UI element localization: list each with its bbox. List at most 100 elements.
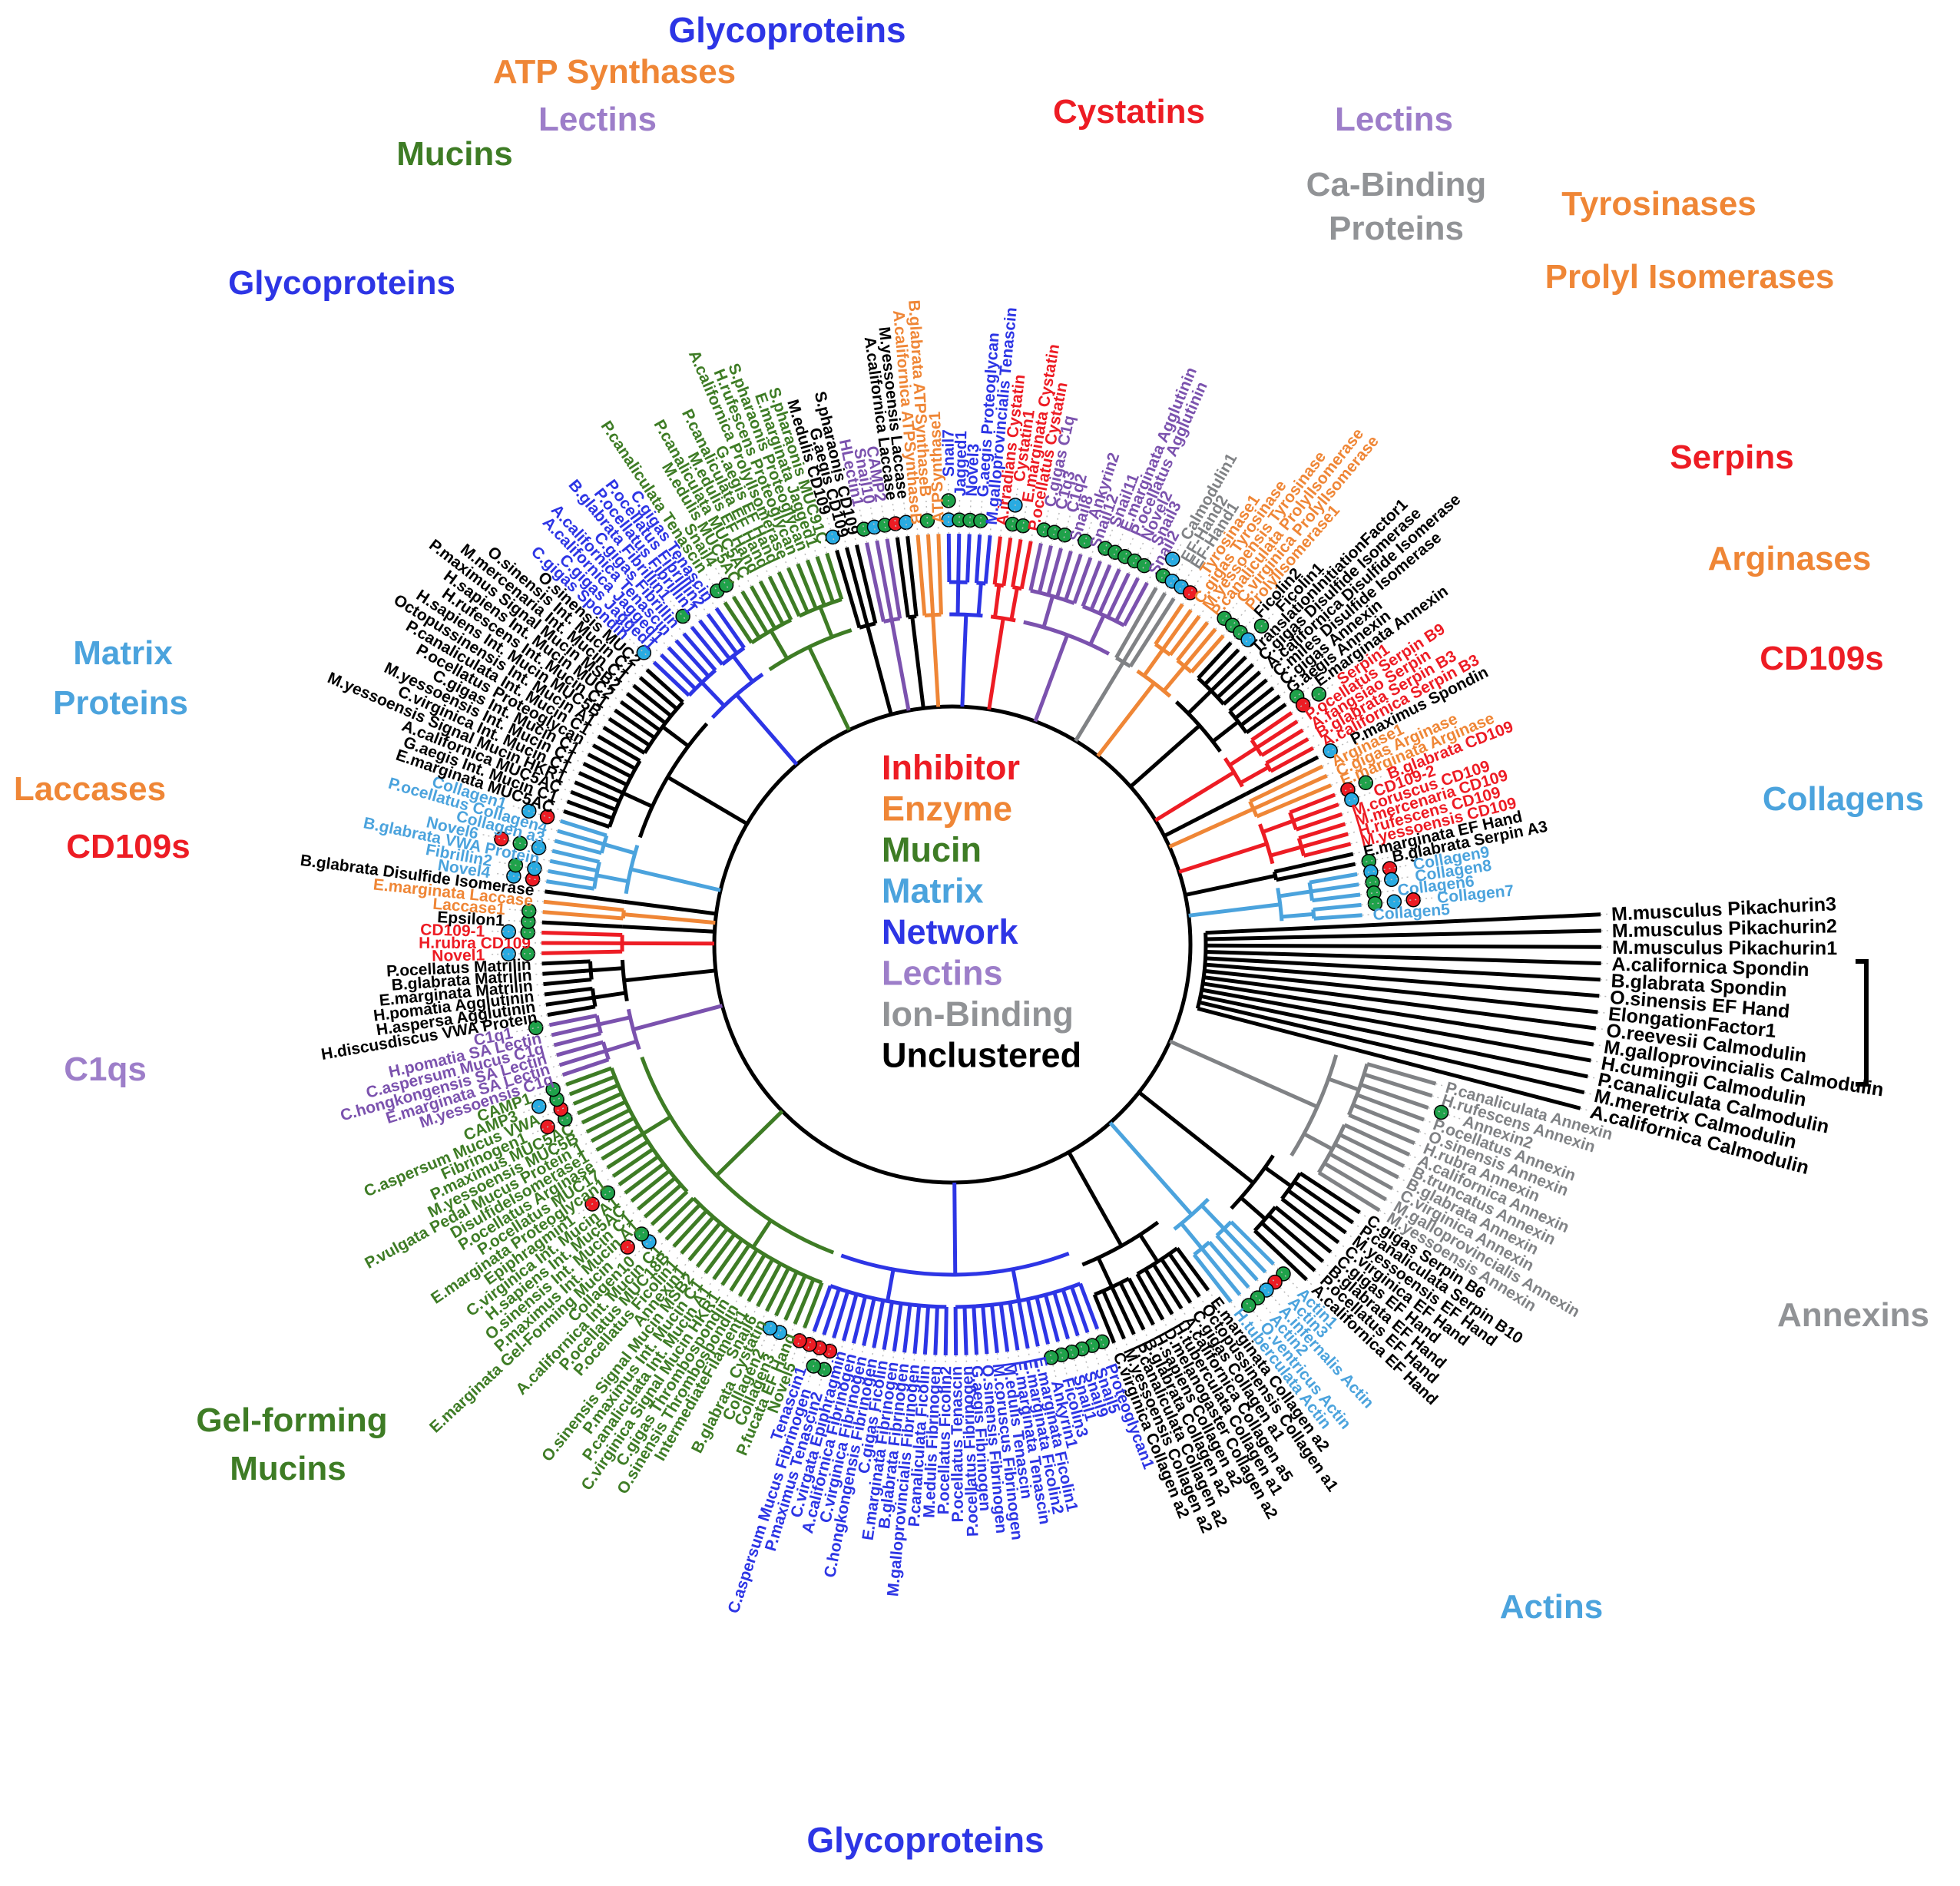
- branch-line: [714, 607, 746, 650]
- leader-line: [703, 607, 709, 615]
- leader-line: [1070, 543, 1074, 551]
- branch-line: [1256, 783, 1333, 819]
- branch-line: [885, 538, 902, 619]
- leader-line: [1356, 864, 1411, 875]
- cluster-label: Matrix: [73, 634, 173, 672]
- branch-line: [566, 799, 614, 820]
- marker-dot: [1015, 518, 1031, 534]
- leader-line: [1259, 667, 1266, 673]
- leader-line: [678, 627, 684, 634]
- leader-line: [784, 561, 790, 568]
- branch-line: [1222, 670, 1262, 706]
- branch-line: [1245, 703, 1287, 735]
- branch-line: [543, 899, 624, 912]
- branch-line: [581, 1100, 627, 1125]
- leaf-label: Epsilon1: [437, 908, 505, 930]
- branch-line: [1089, 564, 1112, 611]
- leader-line: [753, 1305, 759, 1314]
- marker-dot: [1137, 558, 1152, 574]
- leader-line: [1599, 995, 1607, 998]
- leader-line: [676, 1252, 682, 1260]
- cluster-label: Laccases: [14, 770, 166, 808]
- leader-line: [717, 1284, 723, 1292]
- branch-line: [1245, 755, 1319, 796]
- branch-line: [989, 1304, 999, 1354]
- branch-line: [793, 1278, 816, 1325]
- leader-line: [1361, 897, 1435, 906]
- cluster-label: Arginases: [1708, 540, 1872, 577]
- clade-stem: [596, 873, 629, 884]
- branch-line: [865, 542, 886, 622]
- cluster-label: CD109s: [66, 828, 190, 865]
- branch-line: [729, 1249, 759, 1292]
- leader-line: [1057, 1341, 1068, 1375]
- leader-line: [1198, 609, 1205, 617]
- leader-line: [1597, 1011, 1606, 1014]
- cluster-label: Lectins: [1335, 101, 1453, 138]
- leader-line: [602, 713, 610, 720]
- leader-line: [1348, 831, 1356, 835]
- clade-stem: [622, 791, 654, 809]
- branch-line: [1128, 597, 1176, 668]
- leader-line: [1050, 511, 1061, 546]
- leader-line: [1027, 1348, 1030, 1356]
- branch-line: [572, 1083, 619, 1106]
- leader-line: [1326, 772, 1335, 776]
- branch-line: [1025, 1299, 1040, 1347]
- branch-line: [1201, 988, 1591, 1063]
- legend-item: Network: [882, 912, 1019, 951]
- leader-line: [1239, 1294, 1263, 1322]
- leader-line: [1060, 515, 1071, 549]
- branch-line: [704, 1233, 737, 1275]
- branch-line: [1017, 1300, 1030, 1349]
- branch-line: [1274, 1205, 1333, 1254]
- leader-line: [1414, 1142, 1422, 1147]
- branch-line: [1135, 1272, 1165, 1321]
- marker-dot: [1043, 1350, 1059, 1365]
- branch-line: [590, 1116, 635, 1143]
- leader-line: [1266, 674, 1273, 680]
- clade-stem: [1129, 723, 1201, 789]
- clade-stem: [1162, 664, 1187, 693]
- cluster-label: Annexins: [1777, 1296, 1929, 1334]
- clade-stem: [976, 583, 983, 616]
- leader-line: [660, 1239, 667, 1246]
- branch-line: [992, 536, 1002, 585]
- branch-line: [758, 580, 785, 625]
- marker-dot: [528, 1020, 544, 1036]
- marker-dot: [527, 861, 542, 876]
- marker-dot: [545, 1081, 561, 1097]
- leader-line: [1207, 616, 1213, 624]
- branch-line: [557, 829, 605, 846]
- leader-line: [1230, 617, 1255, 644]
- marker-dot: [675, 608, 690, 624]
- branch-line: [1298, 822, 1346, 840]
- leaf-label: M.musculus Pikachurin2: [1612, 915, 1838, 941]
- leader-line: [576, 759, 584, 764]
- leader-line: [662, 641, 669, 648]
- branch-line: [720, 1243, 751, 1286]
- leader-line: [844, 540, 848, 548]
- leader-line: [1323, 1261, 1329, 1267]
- leader-line: [1595, 1027, 1604, 1031]
- branch-line: [638, 676, 678, 711]
- leader-line: [986, 1354, 988, 1362]
- branch-line: [667, 646, 704, 684]
- branch-line: [582, 762, 628, 787]
- branch-line: [875, 540, 894, 620]
- leader-line: [638, 1216, 646, 1223]
- leader-line: [737, 584, 743, 592]
- branch-line: [548, 1014, 598, 1027]
- leader-line: [539, 1014, 548, 1017]
- leader-line: [533, 1084, 567, 1097]
- branch-line: [541, 959, 591, 966]
- leader-line: [1182, 575, 1203, 605]
- leader-line: [1099, 528, 1114, 562]
- branch-line: [825, 552, 844, 601]
- branch-line: [577, 1091, 623, 1116]
- branch-line: [680, 1216, 715, 1255]
- branch-line: [548, 869, 597, 882]
- clade-stem: [1163, 792, 1247, 838]
- branch-line: [1240, 694, 1281, 727]
